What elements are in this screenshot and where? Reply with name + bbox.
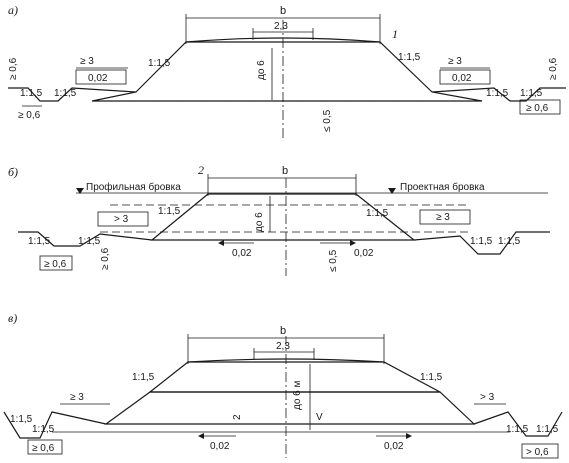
- panel-a: а) b 2,3 1 1:1,5 1:1,5 1:1,5 1:1,5 1:1,5…: [8, 3, 566, 140]
- panel-c-lower-h: 2: [232, 414, 243, 420]
- panel-c-grade-left: 0,02: [210, 441, 230, 452]
- panel-b-tag: б): [8, 165, 18, 179]
- panel-a-grade-right: 0,02: [452, 73, 472, 84]
- panel-b-b-label: b: [282, 165, 288, 177]
- panel-a-grade-left: 0,02: [88, 73, 108, 84]
- panel-c-sub: V: [316, 412, 323, 423]
- panel-a-height: до 6: [256, 60, 267, 80]
- panel-c-berm-left: ≥ 3: [70, 392, 84, 403]
- panel-c-berm-right: > 3: [480, 392, 495, 403]
- panel-b-slope-rdr: 1:1,5: [498, 236, 521, 247]
- panel-a-b-label: b: [280, 5, 286, 17]
- panel-b-grade-right: 0,02: [354, 248, 374, 259]
- panel-a-sub: ≤ 0,5: [322, 109, 333, 132]
- panel-b-berm-right: ≥ 3: [436, 212, 450, 223]
- panel-c-b-label: b: [280, 325, 286, 337]
- panel-c-tag: в): [8, 311, 17, 325]
- panel-b-sub: ≤ 0,5: [328, 249, 339, 272]
- panel-b-depth-left: ≥ 0,6: [100, 247, 111, 270]
- panel-b-slope-ldr: 1:1,5: [78, 236, 101, 247]
- panel-a-crown-label: 2,3: [274, 21, 288, 32]
- panel-c-slope-ldr: 1:1,5: [32, 424, 55, 435]
- panel-c-ditch-w-right: > 0,6: [526, 447, 549, 458]
- panel-a-slope-rdl: 1:1,5: [486, 88, 509, 99]
- panel-b-profile-edge: Профильная бровка: [86, 181, 181, 193]
- panel-a-slope-right: 1:1,5: [398, 52, 421, 63]
- panel-a-slope-ldr: 1:1,5: [54, 88, 77, 99]
- panel-b-berm-left: > 3: [114, 214, 129, 225]
- panel-b-slope-rdl: 1:1,5: [470, 236, 493, 247]
- panel-b-slope-ldl: 1:1,5: [28, 236, 51, 247]
- panel-c-slope-left: 1:1,5: [132, 372, 155, 383]
- panel-a-depth-right: ≥ 0,6: [548, 57, 559, 80]
- panel-c-slope-rdr: 1:1,5: [536, 424, 559, 435]
- panel-a-slope-left: 1:1,5: [148, 58, 171, 69]
- panel-c-slope-ldl: 1:1,5: [10, 414, 33, 425]
- panel-a-marker: 1: [392, 27, 398, 41]
- panel-a-tag: а): [8, 3, 18, 17]
- panel-c-lower-layer: [104, 391, 476, 425]
- panel-b-slope-right: 1:1,5: [366, 208, 389, 219]
- panel-c-ditch-w-left: ≥ 0,6: [32, 443, 55, 454]
- panel-b-marker: 2: [198, 163, 204, 177]
- panel-b-left-ditch: [18, 231, 153, 247]
- panel-b-height: до 6: [254, 212, 265, 232]
- panel-b: б) b 2 Профильная бровка Проектная бровк…: [8, 163, 550, 276]
- panel-c-height: до 6 м: [292, 380, 303, 410]
- panel-b-slope-left: 1:1,5: [158, 206, 181, 217]
- panel-a-ditch-w-left: ≥ 0,6: [18, 110, 41, 121]
- panel-a-berm-right: ≥ 3: [448, 56, 462, 67]
- panel-c-grade-right: 0,02: [384, 441, 404, 452]
- panel-c-right-ditch: [473, 411, 563, 437]
- panel-b-grade-left: 0,02: [232, 248, 252, 259]
- panel-c-left-ditch: [3, 411, 107, 439]
- panel-b-ditch-w-left: ≥ 0,6: [44, 259, 67, 270]
- panel-b-design-edge: Проектная бровка: [400, 181, 485, 193]
- panel-a-ditch-w-right: ≥ 0,6: [526, 103, 549, 114]
- panel-a-right-ditch: [431, 87, 566, 102]
- panel-a-embankment: [91, 41, 483, 102]
- panel-a-slope-rdr: 1:1,5: [520, 88, 543, 99]
- panel-c: в) b 2,3 1:1,5 1:1,5 1:1,5 1:1,5 1:1,5 1…: [3, 311, 563, 459]
- panel-a-left-ditch: [8, 87, 137, 102]
- panel-b-right-ditch: [413, 231, 550, 255]
- panel-c-crown-label: 2,3: [276, 341, 290, 352]
- panel-a-slope-ldl: 1:1,5: [20, 88, 43, 99]
- panel-c-slope-rdl: 1:1,5: [506, 424, 529, 435]
- panel-a-berm-left: ≥ 3: [80, 56, 94, 67]
- panel-a-depth-left: ≥ 0,6: [8, 57, 19, 80]
- panel-c-slope-right: 1:1,5: [420, 372, 443, 383]
